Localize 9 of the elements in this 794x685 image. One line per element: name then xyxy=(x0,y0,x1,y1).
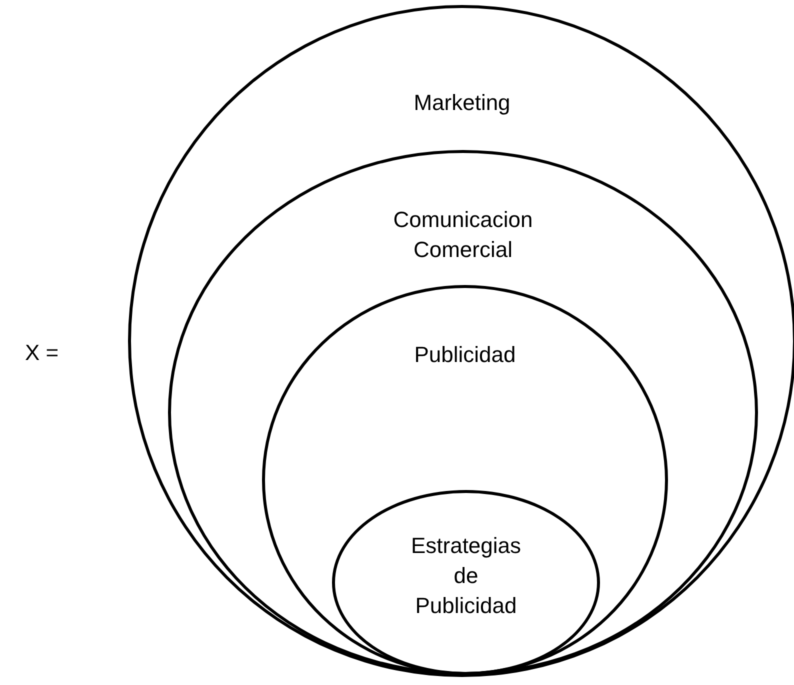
circle xyxy=(262,285,668,675)
circle xyxy=(168,150,758,675)
circle-label: Publicidad xyxy=(413,341,517,369)
equation-label: X = xyxy=(25,340,59,366)
circle-label: Estrategias de Publicidad xyxy=(410,532,522,620)
circle-label: Comunicacion Comercial xyxy=(392,206,534,264)
circle xyxy=(332,490,600,675)
circle xyxy=(128,5,794,677)
circle-label: Marketing xyxy=(412,89,512,117)
